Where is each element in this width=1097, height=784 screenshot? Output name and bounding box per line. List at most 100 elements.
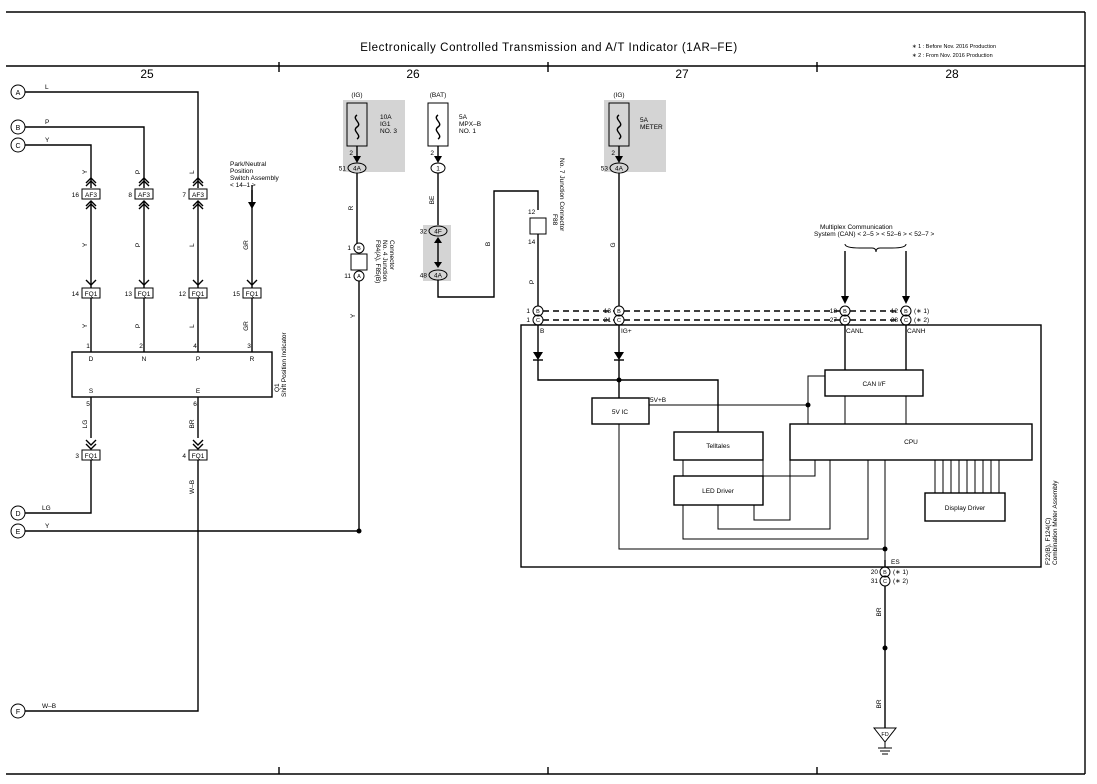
park-neutral-line4: < 14–1 >	[230, 182, 256, 189]
wire-label-p4: P	[529, 280, 536, 284]
q1-pin-3: 3	[247, 343, 251, 350]
jc-4f-id: 4F	[434, 229, 442, 236]
mpx-rating: 5A	[459, 114, 468, 121]
q1-term-S: S	[89, 388, 94, 395]
es-p1: 20	[871, 569, 879, 576]
j4-bot-pin: 11	[344, 273, 351, 280]
block-led-driver	[673, 475, 764, 506]
wire-label-lg: LG	[82, 420, 89, 429]
wire-E: Y	[45, 523, 50, 530]
wire-label-l1: L	[189, 170, 196, 174]
ig1-conn-pin: 51	[339, 166, 347, 173]
block-led-driver-label: LED Driver	[702, 488, 735, 495]
meter-conn-id: 4A	[615, 166, 624, 173]
es-c1: B	[883, 570, 887, 576]
af3-16-id: AF3	[85, 192, 97, 199]
meter-conn-pin: 53	[601, 166, 609, 173]
meter-connector-row	[532, 305, 912, 326]
wire-label-p1: P	[135, 170, 142, 174]
wire-label-br2: BR	[876, 699, 883, 708]
j7-bot-pin: 14	[528, 239, 536, 246]
q1-name: Shift Position Indicator	[281, 331, 288, 397]
mpin-canh-c2: C	[904, 318, 908, 324]
j4-bot-conn: A	[357, 274, 361, 280]
ig1-pin-arrow	[353, 156, 361, 163]
es-star1: (∗ 1)	[893, 569, 908, 576]
mpin-b-p1: 1	[526, 308, 530, 315]
fq1-14-pin: 14	[72, 291, 80, 298]
meter-internal-wiring	[533, 325, 1000, 560]
block-can-if-label: CAN I/F	[862, 381, 885, 388]
block-5v-ic-label: 5V IC	[612, 409, 629, 416]
fq1-3-id: FQ1	[85, 453, 98, 460]
wires-left	[25, 91, 359, 712]
meter-asm-line2: Combination Meter Assembly	[1052, 480, 1059, 565]
j4-top-pin: 1	[347, 245, 351, 252]
af3-7-id: AF3	[192, 192, 204, 199]
block-telltales	[673, 431, 764, 461]
fq1-13-pin: 13	[125, 291, 133, 298]
j7-label2: No. 7 Junction Connector	[558, 158, 565, 232]
section-27: 27	[675, 67, 689, 81]
meter-pin: 2	[611, 150, 615, 157]
combination-meter	[520, 324, 1042, 568]
ig1-source: (IG)	[351, 92, 362, 99]
j7-label1: F88	[551, 214, 558, 226]
jc-4f-pin: 32	[420, 229, 428, 236]
offpage-D: D	[15, 511, 20, 518]
meter-term-canh: CANH	[907, 328, 926, 335]
meter-asm-line1: F22(B), F124(C)	[1045, 518, 1052, 565]
q1-pin-5: 5	[86, 401, 90, 408]
es-star2: (∗ 2)	[893, 578, 908, 585]
meter-term-canl: CANL	[846, 328, 864, 335]
wire-label-g: G	[610, 242, 617, 247]
page-title: Electronically Controlled Transmission a…	[360, 42, 738, 54]
junction-7	[529, 217, 547, 235]
junction-4	[350, 253, 368, 271]
offpage-C: C	[15, 143, 20, 150]
es-label: ES	[891, 559, 900, 566]
block-5v-ic	[591, 397, 650, 425]
ig1-pin: 2	[349, 150, 353, 157]
q1-term-D: D	[89, 356, 94, 363]
wire-label-br1: BR	[876, 607, 883, 616]
wire-label-l2: L	[189, 243, 196, 247]
mpx-name1: MPX–B	[459, 121, 481, 128]
fq1-15-pin: 15	[233, 291, 241, 298]
meter-source: (IG)	[613, 92, 624, 99]
fq1-15-id: FQ1	[246, 291, 259, 298]
wire-label-y1: Y	[82, 169, 89, 174]
meter-fuse-box	[604, 100, 666, 172]
j4-label1: F84(A), F85(B)	[374, 240, 381, 283]
q1-pin-2: 2	[139, 343, 143, 350]
wire-label-p3: P	[135, 324, 142, 328]
mpin-canh-p2: 28	[891, 317, 899, 324]
q1-id: Q1	[274, 383, 281, 392]
meter-term-b: B	[540, 328, 544, 335]
label-5v-b: 5V+B	[650, 397, 666, 404]
section-26: 26	[406, 67, 420, 81]
mpin-ig-c2: C	[617, 318, 621, 324]
fq1-4-pin: 4	[182, 453, 186, 460]
star2-label: (∗ 2)	[914, 317, 929, 324]
q1-pin-6: 6	[193, 401, 197, 408]
ig1-conn-id: 4A	[353, 166, 362, 173]
block-cpu-label: CPU	[904, 439, 918, 446]
ground-fd-label: FD	[881, 732, 888, 738]
shift-position-sensor	[71, 351, 273, 398]
fq1-13-id: FQ1	[138, 291, 151, 298]
wire-label-y3: Y	[82, 323, 89, 328]
wire-label-l3: L	[189, 324, 196, 328]
mpin-ig-c1: B	[617, 309, 621, 315]
fq1-4-id: FQ1	[192, 453, 205, 460]
jc-4a-pin: 48	[420, 273, 428, 280]
block-cpu	[789, 423, 1033, 461]
wire-label-y4: Y	[350, 313, 357, 318]
mpin-ig-p2: 21	[604, 317, 612, 324]
jc-4a-id: 4A	[434, 273, 443, 280]
mpin-canl-c2: C	[843, 318, 847, 324]
wire-label-wb: W–B	[189, 480, 196, 494]
af3-7-pin: 7	[182, 192, 186, 199]
fq1-3-pin: 3	[75, 453, 79, 460]
wire-label-p2: P	[135, 243, 142, 247]
